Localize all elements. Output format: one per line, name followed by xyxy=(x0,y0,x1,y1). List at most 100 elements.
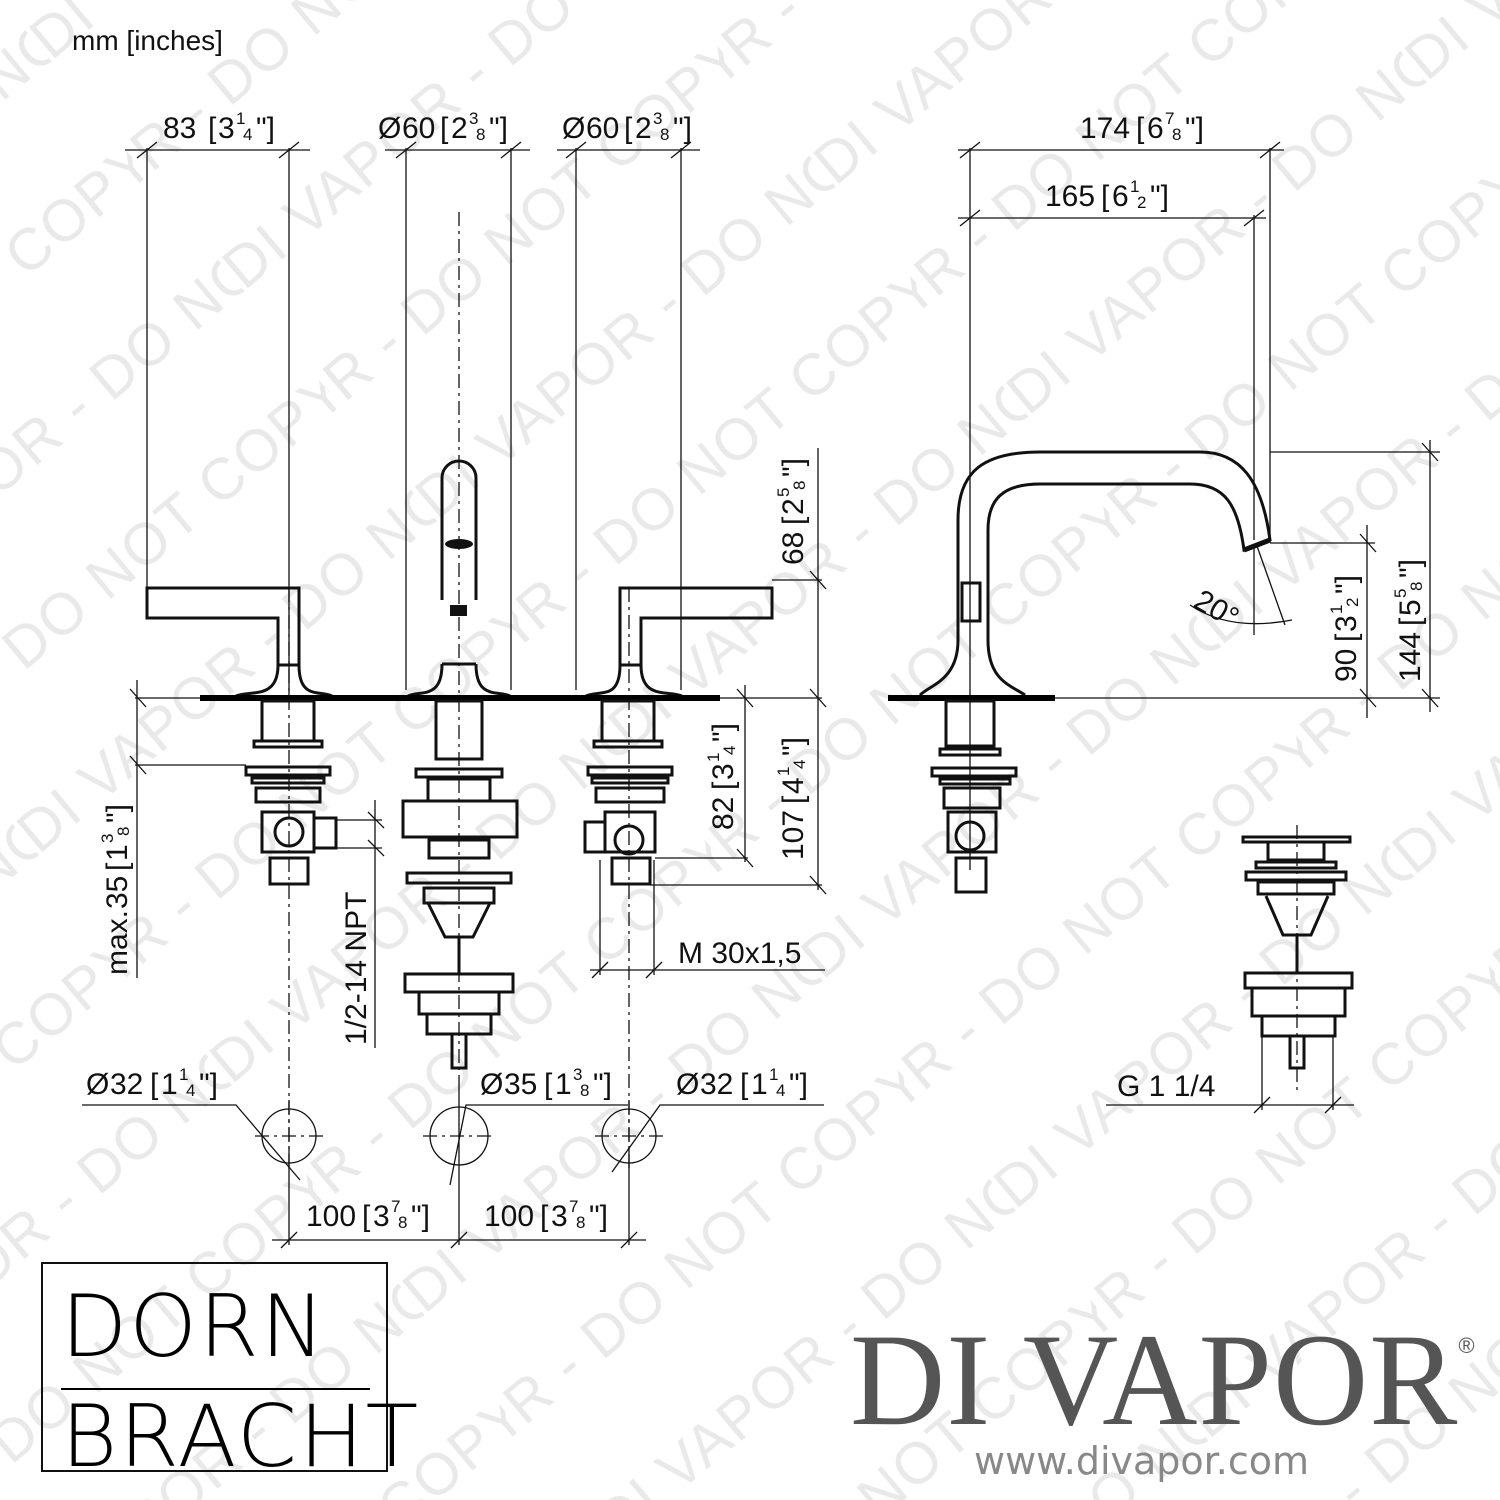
svg-text:2: 2 xyxy=(451,112,468,145)
svg-text:"]: "] xyxy=(593,1068,612,1101)
dim-handle-diameter: Ø 60 [ 2 3 8 "] xyxy=(562,109,692,145)
svg-text:1: 1 xyxy=(769,1065,778,1084)
svg-text:8: 8 xyxy=(790,481,809,490)
front-view: 83 [ 3 1 4 "] Ø 60 [ 2 3 8 "] Ø 60 [ 2 3… xyxy=(98,109,827,1150)
svg-text:100: 100 xyxy=(306,1200,356,1233)
svg-text:[: [ xyxy=(707,781,740,790)
svg-text:35: 35 xyxy=(504,1068,537,1101)
svg-text:4: 4 xyxy=(790,760,809,769)
svg-text:[: [ xyxy=(624,112,633,145)
svg-text:Ø: Ø xyxy=(562,112,585,145)
svg-text:8: 8 xyxy=(580,1081,589,1100)
svg-text:"]: "] xyxy=(1394,559,1427,578)
divapor-url[interactable]: www.divapor.com xyxy=(974,1439,1310,1483)
dim-handle-width: 83 [ 3 1 4 "] xyxy=(163,109,275,145)
svg-text:32: 32 xyxy=(700,1068,733,1101)
svg-text:[: [ xyxy=(1136,112,1145,145)
svg-text:3: 3 xyxy=(707,763,740,780)
svg-text:"]: "] xyxy=(707,723,740,742)
svg-text:107: 107 xyxy=(777,810,810,860)
svg-text:"]: "] xyxy=(789,1068,808,1101)
dornbracht-logo: DORN BRACHT xyxy=(41,1262,418,1480)
svg-text:7: 7 xyxy=(391,1197,400,1216)
svg-text:[: [ xyxy=(777,516,810,525)
svg-text:2: 2 xyxy=(777,498,810,515)
svg-text:144: 144 xyxy=(1394,632,1427,682)
svg-text:32: 32 xyxy=(110,1068,143,1101)
svg-text:8: 8 xyxy=(1172,125,1181,144)
svg-text:max.: max. xyxy=(101,910,134,975)
svg-text:"]: "] xyxy=(256,112,275,145)
svg-text:[: [ xyxy=(1394,617,1427,626)
hole-plan: Ø 32 [ 1 1 4 "] Ø 35 [ 1 3 8 "] Ø 32 [ 1… xyxy=(82,1065,824,1249)
svg-text:[: [ xyxy=(777,795,810,804)
svg-text:3: 3 xyxy=(653,109,662,128)
svg-text:3: 3 xyxy=(218,112,235,145)
svg-text:3: 3 xyxy=(1330,615,1363,632)
svg-text:5: 5 xyxy=(774,488,793,497)
dim-spacing-right: 100 [ 3 7 8 "] xyxy=(484,1197,608,1233)
svg-text:3: 3 xyxy=(573,1065,582,1084)
svg-text:[: [ xyxy=(208,112,217,145)
dim-right-hole: Ø 32 [ 1 1 4 "] xyxy=(676,1065,808,1101)
drain-assembly: G 1 1/4 xyxy=(1106,825,1354,1114)
svg-text:"]: "] xyxy=(101,804,134,823)
svg-text:[: [ xyxy=(740,1068,749,1101)
svg-text:7: 7 xyxy=(1165,109,1174,128)
svg-text:4: 4 xyxy=(776,1081,785,1100)
svg-text:[: [ xyxy=(440,112,449,145)
units-label: mm [inches] xyxy=(72,25,223,56)
dim-spacing-left: 100 [ 3 7 8 "] xyxy=(306,1197,430,1233)
logo-divider xyxy=(61,1388,370,1390)
svg-text:[: [ xyxy=(150,1068,159,1101)
dim-left-hole: Ø 32 [ 1 1 4 "] xyxy=(86,1065,218,1101)
svg-text:90: 90 xyxy=(1330,649,1363,682)
svg-text:8: 8 xyxy=(114,827,133,836)
svg-text:6: 6 xyxy=(1112,180,1129,213)
registered-mark-icon: ® xyxy=(1458,1333,1475,1358)
logo-line-2: BRACHT xyxy=(61,1387,421,1487)
svg-text:5: 5 xyxy=(1394,599,1427,616)
svg-text:"]: "] xyxy=(1150,180,1169,213)
svg-text:5: 5 xyxy=(1391,589,1410,598)
svg-text:Ø: Ø xyxy=(86,1068,109,1101)
svg-text:"]: "] xyxy=(199,1068,218,1101)
svg-text:[: [ xyxy=(101,862,134,871)
svg-text:"]: "] xyxy=(777,458,810,477)
divapor-logo: DI VAPOR® www.divapor.com xyxy=(850,1314,1490,1484)
svg-text:[: [ xyxy=(540,1200,549,1233)
svg-text:"]: "] xyxy=(777,737,810,756)
dim-handle-height: 68 [ 2 5 8 "] xyxy=(774,458,810,565)
svg-text:4: 4 xyxy=(777,777,810,794)
svg-text:1: 1 xyxy=(101,844,134,861)
svg-text:83: 83 xyxy=(163,112,196,145)
svg-text:7: 7 xyxy=(569,1197,578,1216)
svg-text:"]: "] xyxy=(1185,112,1204,145)
dim-max-deck: max. 35 [ 1 3 8 "] xyxy=(98,804,134,975)
svg-text:35: 35 xyxy=(101,876,134,909)
svg-text:"]: "] xyxy=(489,112,508,145)
svg-text:3: 3 xyxy=(373,1200,390,1233)
svg-text:1: 1 xyxy=(704,753,723,762)
svg-text:8: 8 xyxy=(576,1213,585,1232)
svg-text:68: 68 xyxy=(777,532,810,565)
svg-text:82: 82 xyxy=(707,797,740,830)
dim-projection-total: 174 [ 6 7 8 "] xyxy=(1080,109,1204,145)
drain-thread-label: G 1 1/4 xyxy=(1117,1070,1215,1103)
svg-text:4: 4 xyxy=(186,1081,195,1100)
svg-text:8: 8 xyxy=(476,125,485,144)
svg-text:8: 8 xyxy=(660,125,669,144)
svg-text:1: 1 xyxy=(751,1068,768,1101)
dim-total-depth: 107 [ 4 1 4 "] xyxy=(774,737,810,860)
svg-text:3: 3 xyxy=(551,1200,568,1233)
npt-label: 1/2-14 NPT xyxy=(340,892,373,1045)
svg-text:Ø: Ø xyxy=(480,1068,503,1101)
svg-text:4: 4 xyxy=(720,746,739,755)
svg-text:60: 60 xyxy=(402,112,435,145)
svg-text:[: [ xyxy=(1101,180,1110,213)
svg-text:[: [ xyxy=(1330,633,1363,642)
dim-outlet-height: 90 [ 3 1 2 "] xyxy=(1327,575,1363,682)
svg-text:2: 2 xyxy=(1343,598,1362,607)
svg-text:1: 1 xyxy=(161,1068,178,1101)
dim-spout-height: 144 [ 5 5 8 "] xyxy=(1391,559,1427,682)
